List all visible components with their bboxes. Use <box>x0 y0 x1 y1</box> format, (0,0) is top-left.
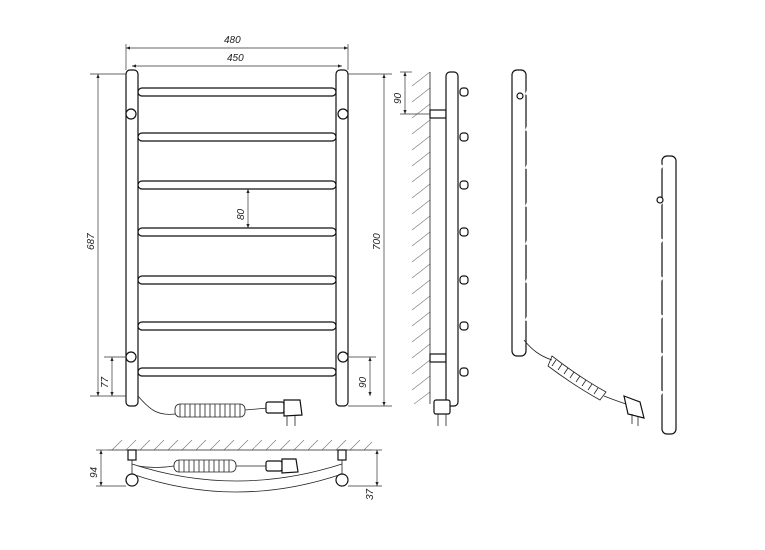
dim-top-offset: 37 <box>365 488 376 500</box>
front-view: 480 450 80 687 77 700 90 <box>86 35 392 426</box>
perspective-view <box>511 69 677 435</box>
wall-hatch <box>411 71 431 405</box>
side-bracket <box>429 109 447 119</box>
persp-bracket <box>656 196 664 204</box>
persp-rungs <box>524 89 664 397</box>
dim-bottom-offset-right: 90 <box>358 376 369 388</box>
top-bracket <box>127 449 137 461</box>
persp-plug-cable <box>603 395 627 405</box>
rung <box>137 367 337 377</box>
rung <box>137 132 337 142</box>
persp-cable <box>523 339 553 361</box>
top-coiled-cord <box>173 459 237 473</box>
dim-side-top-offset: 90 <box>393 92 404 104</box>
dim-total-height: 687 <box>86 233 97 250</box>
persp-bracket <box>516 92 524 100</box>
plug-cable <box>244 407 269 411</box>
top-curved-rail <box>131 463 343 482</box>
coiled-cord <box>174 403 246 418</box>
front-rungs <box>137 87 337 377</box>
dim-rung-spacing: 80 <box>236 208 247 220</box>
rung <box>137 227 337 237</box>
rung <box>137 87 337 97</box>
rung <box>137 180 337 190</box>
rung <box>137 321 337 331</box>
wall-bracket <box>337 108 349 120</box>
rung <box>137 275 337 285</box>
side-rung-ends <box>459 87 469 377</box>
top-view: 94 37 <box>89 439 382 500</box>
top-bracket <box>337 449 347 461</box>
persp-right-pipe <box>661 155 677 435</box>
persp-left-pipe <box>511 69 527 357</box>
wall-bracket <box>337 351 349 363</box>
top-cable <box>137 465 175 468</box>
top-plug-icon <box>265 458 299 474</box>
plug-icon <box>265 399 303 426</box>
dim-bottom-offset-left: 77 <box>100 376 111 388</box>
wall-bracket <box>125 108 137 120</box>
dim-pipe-spacing: 450 <box>227 53 244 64</box>
dim-mount-height: 700 <box>372 233 383 250</box>
dim-top-depth: 94 <box>89 466 100 478</box>
persp-coiled-cord <box>547 355 607 401</box>
dim-total-width: 480 <box>224 35 241 46</box>
side-vertical-pipe <box>445 71 459 407</box>
side-plug-icon <box>433 399 451 426</box>
right-vertical-pipe <box>335 69 349 407</box>
side-view: 90 <box>393 71 469 426</box>
top-wall-hatch <box>111 439 373 451</box>
power-cable <box>137 395 176 415</box>
side-bracket <box>429 353 447 363</box>
top-curved-rail <box>131 473 343 493</box>
left-vertical-pipe <box>125 69 139 407</box>
persp-plug-icon <box>623 395 645 426</box>
wall-bracket <box>125 351 137 363</box>
